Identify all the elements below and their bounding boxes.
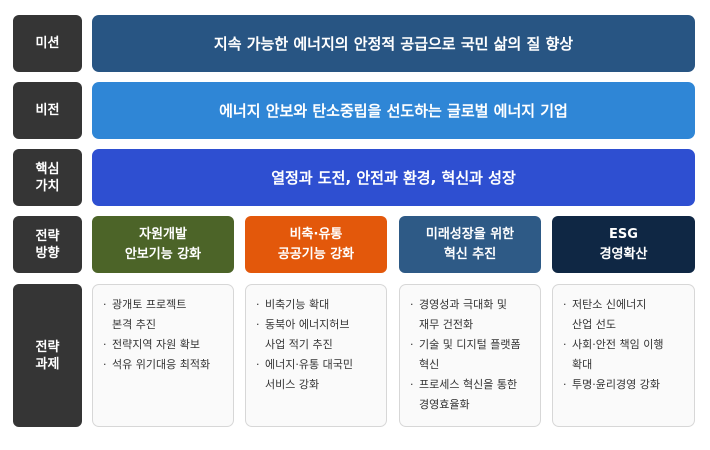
direction-box-1: 자원개발 안보기능 강화 xyxy=(92,216,234,273)
task-item: 에너지·유통 대국민 서비스 강화 xyxy=(256,355,378,395)
row-label-strategic-tasks: 전략 과제 xyxy=(13,284,82,427)
row-label-strategic-directions: 전략 방향 xyxy=(13,216,82,273)
row-label-vision: 비전 xyxy=(13,82,82,139)
direction-box-2: 비축·유통 공공기능 강화 xyxy=(245,216,387,273)
mission-bar: 지속 가능한 에너지의 안정적 공급으로 국민 삶의 질 향상 xyxy=(92,15,695,72)
task-box-2: 비축기능 확대 동북아 에너지허브 사업 적기 추진 에너지·유통 대국민 서비… xyxy=(245,284,387,427)
core-values-bar: 열정과 도전, 안전과 환경, 혁신과 성장 xyxy=(92,149,695,206)
task-item: 광개토 프로젝트 본격 추진 xyxy=(103,295,225,335)
vision-bar: 에너지 안보와 탄소중립을 선도하는 글로벌 에너지 기업 xyxy=(92,82,695,139)
task-item: 동북아 에너지허브 사업 적기 추진 xyxy=(256,315,378,355)
task-item: 프로세스 혁신을 통한 경영효율화 xyxy=(410,375,532,415)
task-item: 석유 위기대응 최적화 xyxy=(103,355,225,375)
task-item: 전략지역 자원 확보 xyxy=(103,335,225,355)
task-item: 비축기능 확대 xyxy=(256,295,378,315)
task-box-1: 광개토 프로젝트 본격 추진 전략지역 자원 확보 석유 위기대응 최적화 xyxy=(92,284,234,427)
task-item: 기술 및 디지털 플랫폼 혁신 xyxy=(410,335,532,375)
task-item: 사회·안전 책임 이행 확대 xyxy=(563,335,686,375)
task-item: 투명·윤리경영 강화 xyxy=(563,375,686,395)
task-box-4: 저탄소 신에너지 산업 선도 사회·안전 책임 이행 확대 투명·윤리경영 강화 xyxy=(552,284,695,427)
direction-box-4: ESG 경영확산 xyxy=(552,216,695,273)
direction-box-3: 미래성장을 위한 혁신 추진 xyxy=(399,216,541,273)
task-box-3: 경영성과 극대화 및 재무 건전화 기술 및 디지털 플랫폼 혁신 프로세스 혁… xyxy=(399,284,541,427)
row-label-core-values: 핵심 가치 xyxy=(13,149,82,206)
task-item: 경영성과 극대화 및 재무 건전화 xyxy=(410,295,532,335)
row-label-mission: 미션 xyxy=(13,15,82,72)
task-item: 저탄소 신에너지 산업 선도 xyxy=(563,295,686,335)
